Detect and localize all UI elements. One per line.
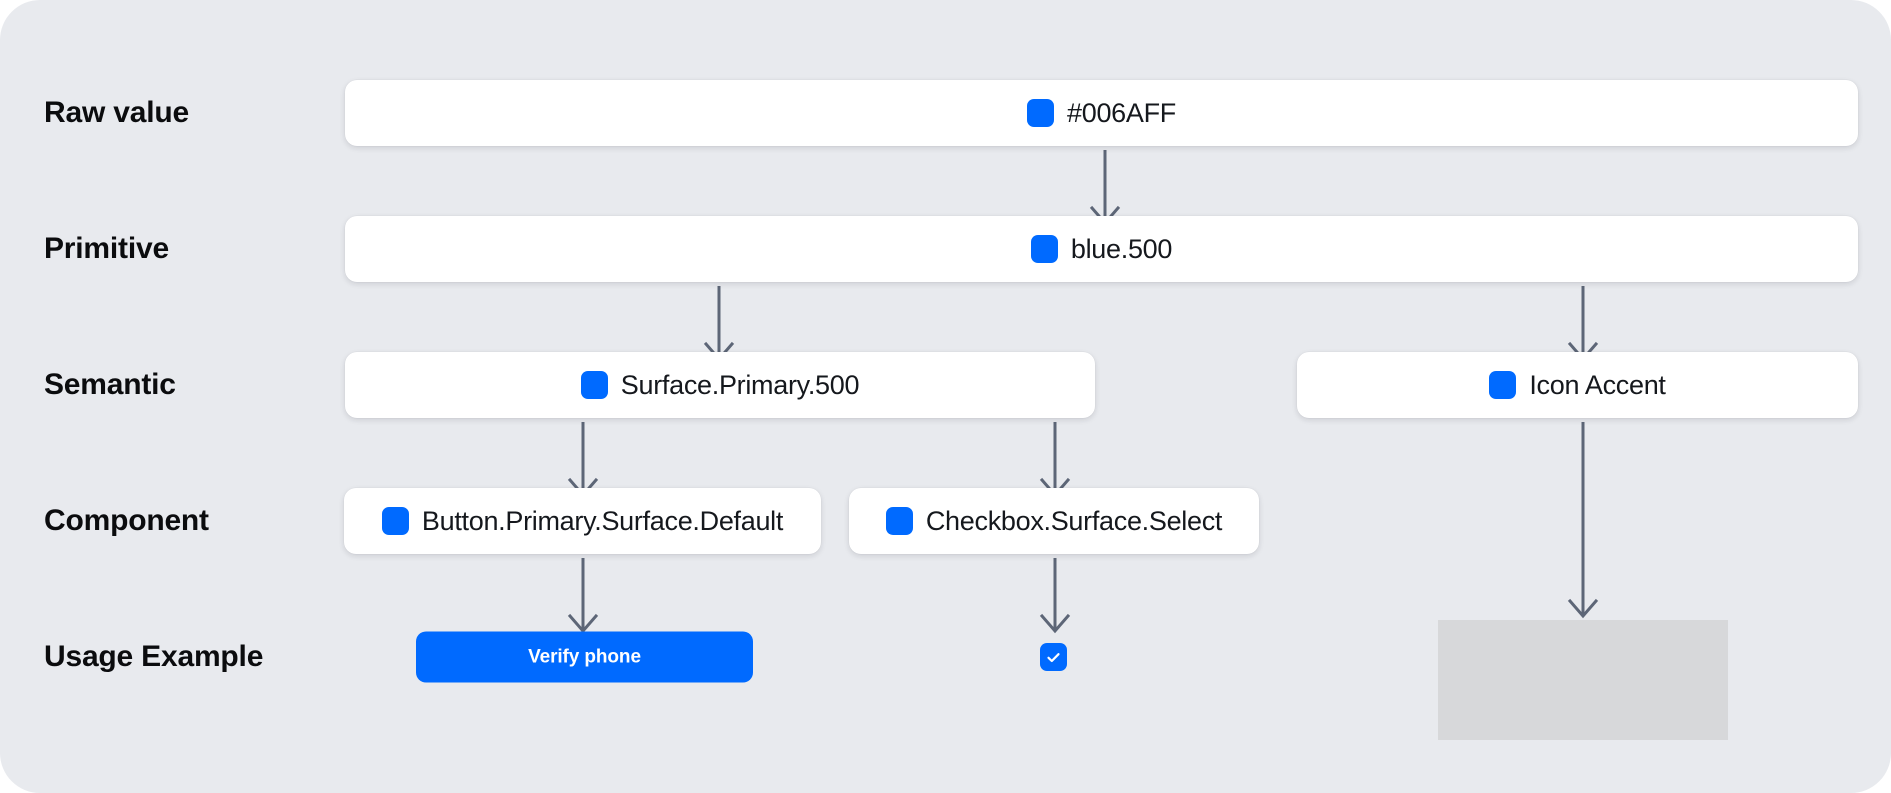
row-label-usage-example: Usage Example (44, 640, 264, 673)
verify-phone-button[interactable]: Verify phone (416, 631, 753, 683)
row-label-primitive: Primitive (44, 232, 169, 265)
token-card-primitive[interactable]: blue.500 (345, 216, 1858, 282)
usage-checkbox[interactable] (1040, 643, 1067, 671)
row-label-semantic: Semantic (44, 368, 176, 401)
token-label-raw-value: #006AFF (1067, 97, 1176, 128)
token-label-primitive: blue.500 (1070, 233, 1173, 264)
color-swatch-icon (885, 507, 913, 535)
arrow-component-checkbox-to-usage (1039, 558, 1071, 634)
arrow-component-button-to-usage (567, 558, 599, 634)
token-label-semantic-surface: Surface.Primary.500 (620, 369, 860, 400)
token-label-semantic-icon: Icon Accent (1529, 369, 1666, 400)
check-icon (1047, 652, 1060, 662)
row-label-component: Component (44, 504, 209, 537)
token-card-component-button[interactable]: Button.Primary.Surface.Default (344, 488, 821, 554)
token-card-component-checkbox[interactable]: Checkbox.Surface.Select (849, 488, 1259, 554)
color-swatch-icon (1027, 99, 1055, 127)
color-swatch-icon (580, 371, 608, 399)
token-card-semantic-icon-accent[interactable]: Icon Accent (1297, 352, 1858, 418)
token-card-raw-value[interactable]: #006AFF (345, 80, 1858, 146)
color-swatch-icon (1030, 235, 1058, 263)
color-swatch-icon (1489, 371, 1517, 399)
usage-image-placeholder (1438, 620, 1728, 740)
row-label-raw-value: Raw value (44, 96, 189, 129)
token-card-semantic-surface-primary[interactable]: Surface.Primary.500 (345, 352, 1095, 418)
token-label-component-button: Button.Primary.Surface.Default (421, 505, 784, 536)
color-swatch-icon (381, 507, 409, 535)
token-label-component-checkbox: Checkbox.Surface.Select (925, 505, 1223, 536)
arrow-semantic-icon-to-usage-placeholder (1567, 422, 1599, 619)
